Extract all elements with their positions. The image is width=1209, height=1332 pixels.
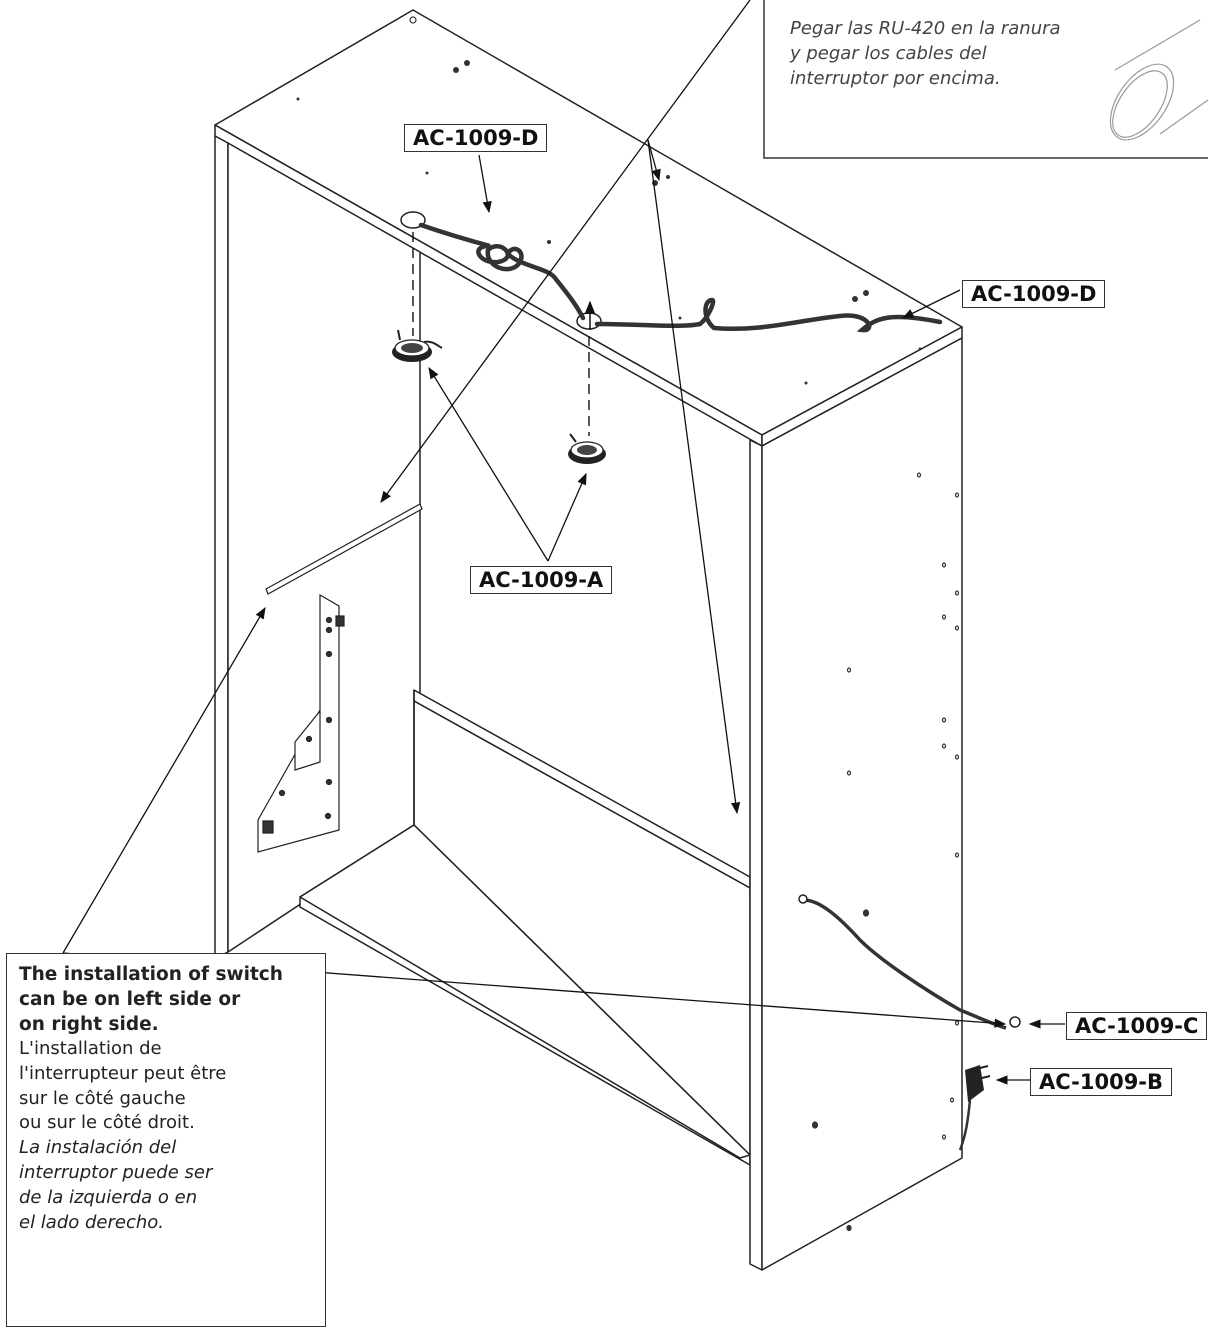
right-side-panel (761, 337, 963, 1271)
ru-420-strip (265, 503, 423, 595)
note-en-line-3: on right side. (19, 1014, 159, 1035)
top-note-text: Pegar las RU-420 en la ranura y pegar lo… (790, 16, 1061, 91)
label-ac-1009-d-top: AC-1009-D (404, 124, 548, 152)
right-side-panel-edge (749, 439, 763, 1271)
side-panel-holes (811, 472, 960, 1232)
top-panel-holes (296, 16, 922, 385)
label-ac-1009-c: AC-1009-C (1066, 1012, 1208, 1040)
left-side-panel (214, 135, 229, 959)
puck-light-left (392, 329, 443, 362)
note-es-line-3: de la izquierda o en (19, 1186, 198, 1208)
top-cable-long (594, 297, 943, 333)
wire-sleeve-illustration (1109, 19, 1209, 141)
note-es-line-4: el lado derecho. (19, 1211, 165, 1233)
note-fr-line-3: sur le côté gauche (19, 1087, 186, 1109)
note-es-line-1: La instalación del (19, 1137, 177, 1159)
top-note-frame (763, 0, 1208, 159)
note-en-line-1: The installation of switch (19, 964, 283, 985)
top-note-line-2: y pegar los cables del (790, 43, 987, 64)
note-en-line-2: can be on left side or (19, 989, 241, 1010)
top-note-line-3: interruptor por encima. (790, 68, 1001, 89)
label-ac-1009-a: AC-1009-A (470, 566, 613, 594)
note-fr-line-1: L'installation de (19, 1038, 162, 1059)
note-fr-line-2: l'interrupteur peut être (19, 1062, 227, 1084)
note-es-line-2: interruptor puede ser (19, 1161, 213, 1183)
label-ac-1009-d-right: AC-1009-D (962, 280, 1106, 308)
top-cable-coiled (418, 222, 586, 321)
switch-bracket (257, 593, 345, 853)
note-fr-line-4: ou sur le côté droit. (19, 1112, 195, 1134)
switch-cable (803, 898, 1007, 1030)
puck-light-right (568, 433, 606, 464)
switch-installation-note: The installation of switch can be on lef… (6, 953, 326, 1327)
install-guides (412, 232, 590, 436)
label-ac-1009-b: AC-1009-B (1030, 1068, 1173, 1096)
power-adapter (958, 1065, 991, 1151)
top-note-line-1: Pegar las RU-420 en la ranura (790, 18, 1061, 39)
